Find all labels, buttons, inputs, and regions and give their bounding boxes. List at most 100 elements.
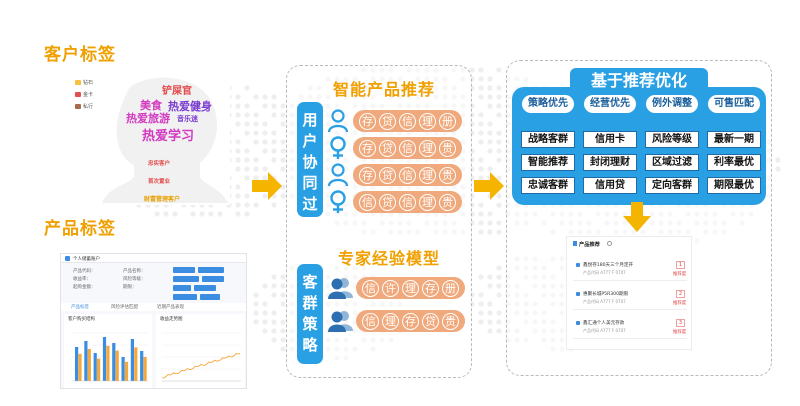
vertical-label-char: 用 (302, 111, 318, 129)
dashboard-tab[interactable]: 近期产品表现 (157, 305, 184, 310)
chart-bar (134, 347, 138, 381)
map-dot (271, 130, 277, 136)
map-dot (280, 148, 286, 154)
map-dot (235, 103, 241, 109)
map-dot (271, 292, 277, 298)
product-char: 信 (359, 193, 376, 211)
map-dot (280, 292, 286, 298)
segment-strategy-label: 客群策略 (297, 264, 323, 364)
map-dot (199, 211, 205, 217)
trend-line (161, 352, 241, 379)
cf-row: 存贷信理贵 (327, 135, 462, 161)
arrow-down-icon (623, 202, 651, 232)
map-dot (478, 139, 484, 145)
map-dot (478, 292, 484, 298)
map-dot (478, 130, 484, 136)
vertical-label-char: 略 (302, 336, 318, 354)
map-dot (775, 166, 781, 172)
map-dot (262, 139, 268, 145)
map-dot (235, 211, 241, 217)
map-dot (280, 301, 286, 307)
map-dot (487, 328, 493, 334)
recommend-item-code: 产品代码 A777 F 0707 (583, 328, 626, 333)
product-tag-chip (173, 285, 191, 291)
vertical-label-char: 群 (302, 294, 318, 312)
product-char: 理 (419, 166, 436, 184)
map-dot (280, 166, 286, 172)
product-char: 信 (362, 312, 379, 330)
person-icon (327, 163, 349, 187)
map-dot (235, 139, 241, 145)
map-dot (487, 310, 493, 316)
rule-cell: 信用卡 (583, 131, 637, 148)
map-dot (478, 310, 484, 316)
rule-cell: 封闭理财 (583, 154, 637, 171)
map-dot (271, 328, 277, 334)
expert-model-title: 专家经验模型 (338, 249, 441, 268)
recommend-rank: 2 (676, 290, 685, 298)
map-dot (280, 274, 286, 280)
map-dot (271, 139, 277, 145)
map-dot (271, 148, 277, 154)
map-dot (487, 211, 493, 217)
map-dot (271, 112, 277, 118)
map-dot (496, 265, 502, 271)
rule-cell: 智能推荐 (521, 154, 575, 171)
vertical-label-char: 策 (302, 315, 318, 333)
optimization-rules-box: 策略优先战略客群智能推荐忠诚客群经营优先信用卡封闭理财信用贷例外调整风险等级区域… (512, 87, 766, 205)
map-dot (496, 157, 502, 163)
chart-bar (93, 353, 97, 381)
map-dot (154, 211, 160, 217)
recommend-badge: 推荐度 (673, 330, 687, 335)
arrow-right-icon (474, 172, 504, 200)
map-dot (253, 310, 259, 316)
map-dot (496, 67, 502, 73)
chart-bar (124, 361, 129, 381)
product-char: 信 (399, 166, 416, 184)
chart-bar (115, 350, 119, 381)
map-dot (478, 229, 484, 235)
map-dot (280, 346, 286, 352)
purchase-structure-panel: 客户购买结构 (64, 314, 152, 388)
product-char: 存 (422, 279, 439, 297)
chart-bar (87, 349, 91, 381)
dashboard-header: 个人储蓄账户 (61, 254, 246, 263)
cf-row: 信贷信理贵 (327, 189, 462, 215)
cf-row: 存贷信理贵 (327, 162, 462, 188)
cf-row: 存贷信理册 (327, 108, 462, 134)
customer-tags-title: 客户标签 (44, 45, 116, 65)
product-pill: 信许理存册 (356, 277, 465, 299)
map-dot (487, 319, 493, 325)
product-char: 信 (362, 279, 379, 297)
expert-row: 信理存贷贵 (327, 308, 465, 334)
product-char: 贷 (379, 193, 396, 211)
map-dot (487, 166, 493, 172)
chart-bar (143, 357, 147, 381)
product-char: 存 (359, 166, 376, 184)
map-dot (244, 103, 250, 109)
chart-bar (106, 345, 110, 381)
dashboard-tab[interactable]: 产品标签 (71, 305, 89, 310)
person-icon (327, 109, 349, 133)
dashboard-tab[interactable]: 风险评估匹配 (111, 305, 138, 310)
product-char: 理 (402, 279, 419, 297)
vertical-label-char: 协 (302, 153, 318, 171)
dashboard-tab-bar: 产品标签 风险评估匹配 近期产品表现 (61, 303, 246, 311)
field-label: 产品名称： (123, 269, 146, 274)
map-dot (253, 94, 259, 100)
legend-item-gold: 金卡 (75, 90, 93, 99)
user-group-icon (328, 311, 353, 332)
map-dot (208, 211, 214, 217)
product-char: 理 (419, 193, 436, 211)
recommend-icon (573, 241, 577, 246)
map-dot (172, 211, 178, 217)
vertical-label-char: 同 (302, 174, 318, 192)
product-char: 册 (439, 112, 456, 130)
chart-bar (112, 343, 116, 381)
map-dot (235, 184, 241, 190)
recommend-badge: 推荐度 (673, 272, 687, 277)
map-dot (478, 166, 484, 172)
map-dot (478, 220, 484, 226)
map-dot (487, 139, 493, 145)
